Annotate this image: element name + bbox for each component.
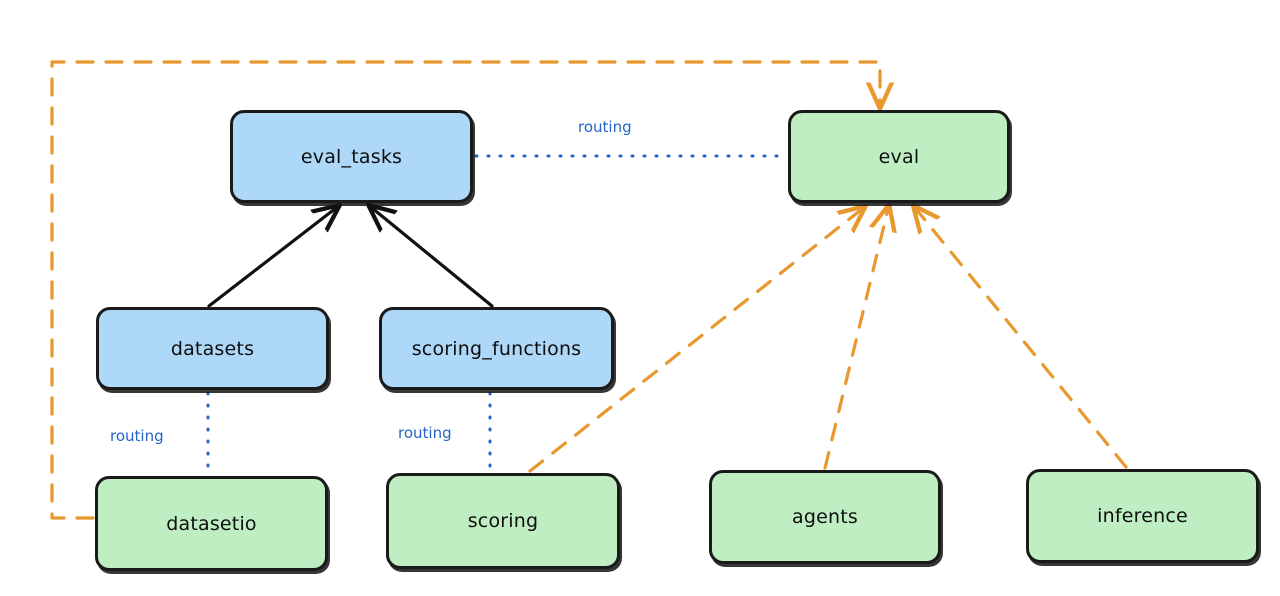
- node-label: agents: [792, 506, 858, 528]
- node-eval[interactable]: eval: [788, 110, 1010, 203]
- edge-inference-to-eval: [916, 209, 1128, 469]
- edge-datasetio-to-eval: [50, 60, 880, 520]
- edge-datasets-to-eval-tasks: [207, 208, 336, 308]
- node-datasetio[interactable]: datasetio: [95, 476, 328, 571]
- node-scoring[interactable]: scoring: [386, 473, 620, 569]
- node-inference[interactable]: inference: [1026, 469, 1259, 563]
- edge-scoring-functions-to-eval-tasks: [372, 208, 494, 308]
- node-label: datasetio: [166, 512, 257, 535]
- node-label: inference: [1097, 505, 1188, 527]
- edge-label-routing-scoring-functions-scoring: routing: [398, 424, 452, 442]
- node-label: scoring_functions: [411, 337, 582, 360]
- edge-scoring-to-eval: [528, 209, 862, 473]
- node-scoring-functions[interactable]: scoring_functions: [379, 307, 614, 390]
- node-label: datasets: [170, 337, 255, 360]
- node-label: eval_tasks: [300, 145, 403, 168]
- node-eval-tasks[interactable]: eval_tasks: [230, 110, 473, 203]
- node-label: eval: [878, 145, 920, 168]
- node-agents[interactable]: agents: [709, 470, 941, 564]
- edge-label-routing-datasets-datasetio: routing: [110, 427, 164, 445]
- node-label: scoring: [467, 510, 539, 532]
- edge-label-routing-eval-tasks-eval: routing: [578, 118, 632, 136]
- node-datasets[interactable]: datasets: [96, 307, 329, 390]
- edge-agents-to-eval: [823, 209, 888, 470]
